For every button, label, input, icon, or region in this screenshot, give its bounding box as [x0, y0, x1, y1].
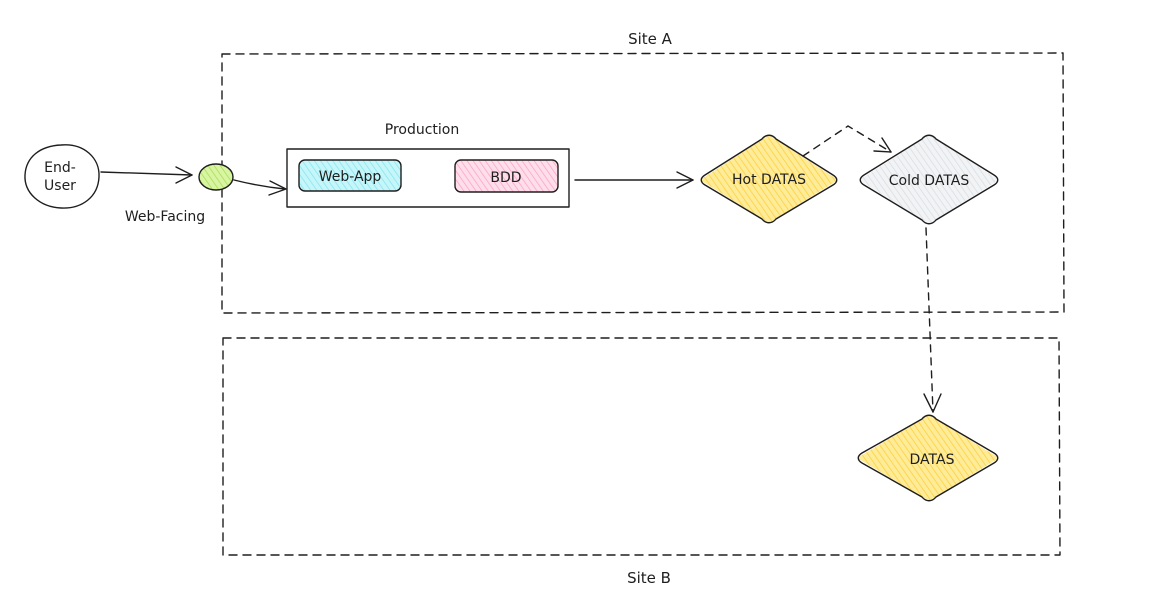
web-app-label: Web-App — [319, 169, 382, 185]
gateway-hatch — [199, 164, 233, 190]
bdd-node[interactable]: BDD — [454, 159, 559, 193]
hot-datas-hatch — [700, 135, 838, 223]
arrow-production-to-hot-datas — [574, 171, 694, 189]
arrow-user-to-gateway — [100, 166, 193, 184]
bdd-label: BDD — [490, 170, 521, 186]
datas-node[interactable]: DATAS — [857, 414, 999, 502]
end-user-label-line1: End- — [44, 160, 76, 176]
arrow-cold-datas-to-datas — [923, 227, 942, 413]
web-app-node[interactable]: Web-App — [298, 159, 402, 192]
hot-datas-label: Hot DATAS — [732, 172, 806, 188]
end-user-node[interactable]: End- User — [24, 144, 100, 209]
site-a-label: Site A — [628, 30, 673, 48]
end-user-label-line2: User — [44, 178, 76, 194]
hot-datas-node[interactable]: Hot DATAS — [700, 134, 838, 224]
bdd-hatch — [455, 160, 558, 192]
arrow-hot-to-cold-datas — [802, 125, 892, 157]
datas-hatch — [857, 415, 999, 501]
web-app-hatch — [299, 160, 401, 191]
production-container[interactable]: Production — [286, 122, 570, 208]
web-facing-label: Web-Facing — [125, 209, 205, 225]
site-a-zone: Site A — [221, 30, 1065, 314]
site-b-zone: Site B — [222, 337, 1061, 587]
production-label: Production — [385, 122, 459, 138]
arrow-gateway-to-production — [233, 179, 287, 196]
cold-datas-label: Cold DATAS — [889, 173, 970, 189]
web-facing-gateway[interactable]: Web-Facing — [125, 163, 234, 225]
cold-datas-node[interactable]: Cold DATAS — [859, 134, 999, 225]
site-b-label: Site B — [627, 569, 671, 587]
datas-label: DATAS — [910, 452, 955, 468]
cold-datas-hatch — [859, 135, 999, 224]
